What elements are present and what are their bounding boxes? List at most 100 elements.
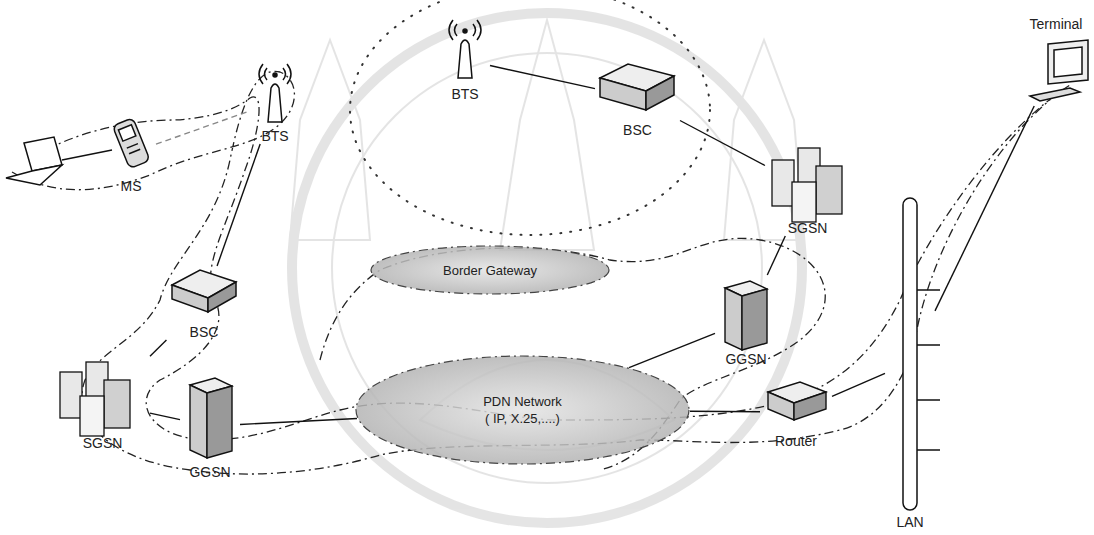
phone-key xyxy=(127,144,138,148)
tower-side xyxy=(207,386,232,458)
device-label: BTS xyxy=(420,86,510,102)
node-label: LAN xyxy=(865,514,955,530)
connector xyxy=(629,333,715,367)
device-label: SGSN xyxy=(35,435,170,451)
connector xyxy=(935,106,1034,311)
router-side xyxy=(794,392,826,420)
node-label: Router xyxy=(740,433,852,449)
node-label: BTS xyxy=(230,128,320,144)
device-label: Router xyxy=(740,433,852,449)
antenna-icon xyxy=(259,64,291,122)
radio-waves xyxy=(449,20,481,40)
connector-line xyxy=(680,121,765,166)
antenna-icon xyxy=(449,20,481,78)
lan-node: LAN xyxy=(885,195,935,530)
bts-node: BTS xyxy=(250,60,300,144)
device-label: SGSN xyxy=(745,220,870,236)
data-path-line xyxy=(12,71,1050,474)
connector xyxy=(767,236,785,275)
antenna-tip xyxy=(273,73,277,77)
bsc-side xyxy=(208,282,236,312)
device-label: BTS xyxy=(230,128,320,144)
connector-line xyxy=(832,373,885,396)
node-label: SGSN xyxy=(35,435,170,451)
tower-front xyxy=(190,385,207,458)
ellipse-outline xyxy=(355,355,690,465)
lan-backbone xyxy=(903,198,940,510)
antenna-tip xyxy=(463,29,467,33)
connector-line xyxy=(217,144,260,266)
terminal-icon xyxy=(1030,40,1088,101)
radio-waves xyxy=(259,64,291,84)
device-label: BSC xyxy=(575,122,700,138)
data-path-line xyxy=(320,238,825,470)
server-cluster xyxy=(772,148,842,222)
sgsn-node: SGSN xyxy=(765,140,850,236)
node-label: PDN Network xyxy=(483,393,562,410)
node-label: Border Gateway xyxy=(443,262,537,279)
server xyxy=(792,182,816,222)
connector-line xyxy=(629,333,715,367)
seal-ring xyxy=(332,53,762,483)
monitor xyxy=(1048,40,1088,84)
pdn-ellipse: PDN Network( IP, X.25,....) xyxy=(355,355,690,465)
lan-cable xyxy=(903,198,917,510)
bsc-icon xyxy=(600,64,674,110)
phone-body xyxy=(112,118,150,169)
router-icon xyxy=(768,382,826,420)
lan-tap xyxy=(917,449,940,451)
seal-pagoda xyxy=(290,40,370,240)
ellipse-shape xyxy=(356,356,689,464)
phone-key xyxy=(129,149,140,153)
laptop-cable xyxy=(62,150,112,160)
lan-tap xyxy=(917,344,940,346)
device-label: MS xyxy=(86,178,176,194)
ellipse-text: PDN Network( IP, X.25,....) xyxy=(355,355,690,465)
server-cluster xyxy=(60,362,130,436)
monitor-screen xyxy=(1054,47,1082,77)
tower-front xyxy=(725,288,742,350)
connector xyxy=(680,121,765,166)
server xyxy=(772,160,794,206)
watermark-seal xyxy=(290,13,804,523)
node-label: GGSN xyxy=(160,464,260,480)
connector xyxy=(150,340,166,356)
ggsn-icon xyxy=(725,281,767,350)
ggsn-icon xyxy=(190,378,232,458)
ms-node: MS xyxy=(106,112,156,194)
node-label: MS xyxy=(86,178,176,194)
antenna-body xyxy=(268,84,282,122)
server xyxy=(80,396,104,436)
connector-line xyxy=(490,66,595,89)
device-label: GGSN xyxy=(160,464,260,480)
bsc-front xyxy=(600,78,646,110)
seal-pagoda xyxy=(500,20,594,250)
router-node: Router xyxy=(760,375,832,449)
lan-tap xyxy=(917,289,940,291)
device-label: Terminal xyxy=(1000,16,1094,32)
node-label: BTS xyxy=(420,86,510,102)
gateway-ellipse: Border Gateway xyxy=(370,245,610,295)
bsc-icon xyxy=(172,270,236,312)
server xyxy=(60,372,82,418)
connector-line xyxy=(150,413,180,419)
keyboard xyxy=(1030,88,1080,101)
node-label: GGSN xyxy=(695,351,797,367)
bsc-side xyxy=(646,76,674,110)
node-label: Terminal xyxy=(1000,16,1094,32)
ellipse-text: Border Gateway xyxy=(370,245,610,295)
terminal-node: Terminal xyxy=(1020,16,1092,106)
node-label: BSC xyxy=(145,324,263,340)
bts-node: BTS xyxy=(440,18,490,102)
bsc-front xyxy=(172,285,208,312)
ggsn-node: GGSN xyxy=(715,275,777,367)
laptop-base xyxy=(6,165,62,185)
cell-area xyxy=(350,0,710,235)
connector xyxy=(150,413,180,419)
sgsn-node: SGSN xyxy=(55,355,150,451)
connector-line xyxy=(767,236,785,275)
connector xyxy=(156,111,250,144)
ggsn-node: GGSN xyxy=(180,372,240,480)
connector-line xyxy=(240,418,357,424)
phone-screen xyxy=(118,125,135,141)
